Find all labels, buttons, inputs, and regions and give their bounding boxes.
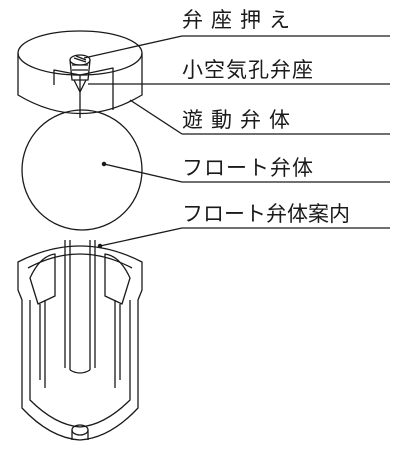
leader-line-1 — [83, 35, 183, 59]
leader-line-3 — [129, 99, 183, 135]
float-guide — [17, 240, 143, 441]
label-small-air-hole-valve-seat: 小空気孔弁座 — [182, 58, 314, 82]
label-float-valve-body: フロート弁体 — [182, 156, 314, 180]
leader-lines — [83, 35, 390, 247]
label-valve-seat-retainer: 弁座押え — [182, 8, 298, 32]
label-float-valve-guide: フロート弁体案内 — [182, 202, 350, 226]
leader-line-5 — [99, 227, 183, 247]
leader-line-4 — [103, 163, 183, 183]
label-floating-valve-body: 遊動弁体 — [182, 108, 298, 132]
floating-valve-body — [17, 30, 143, 118]
float-ball — [21, 109, 143, 231]
